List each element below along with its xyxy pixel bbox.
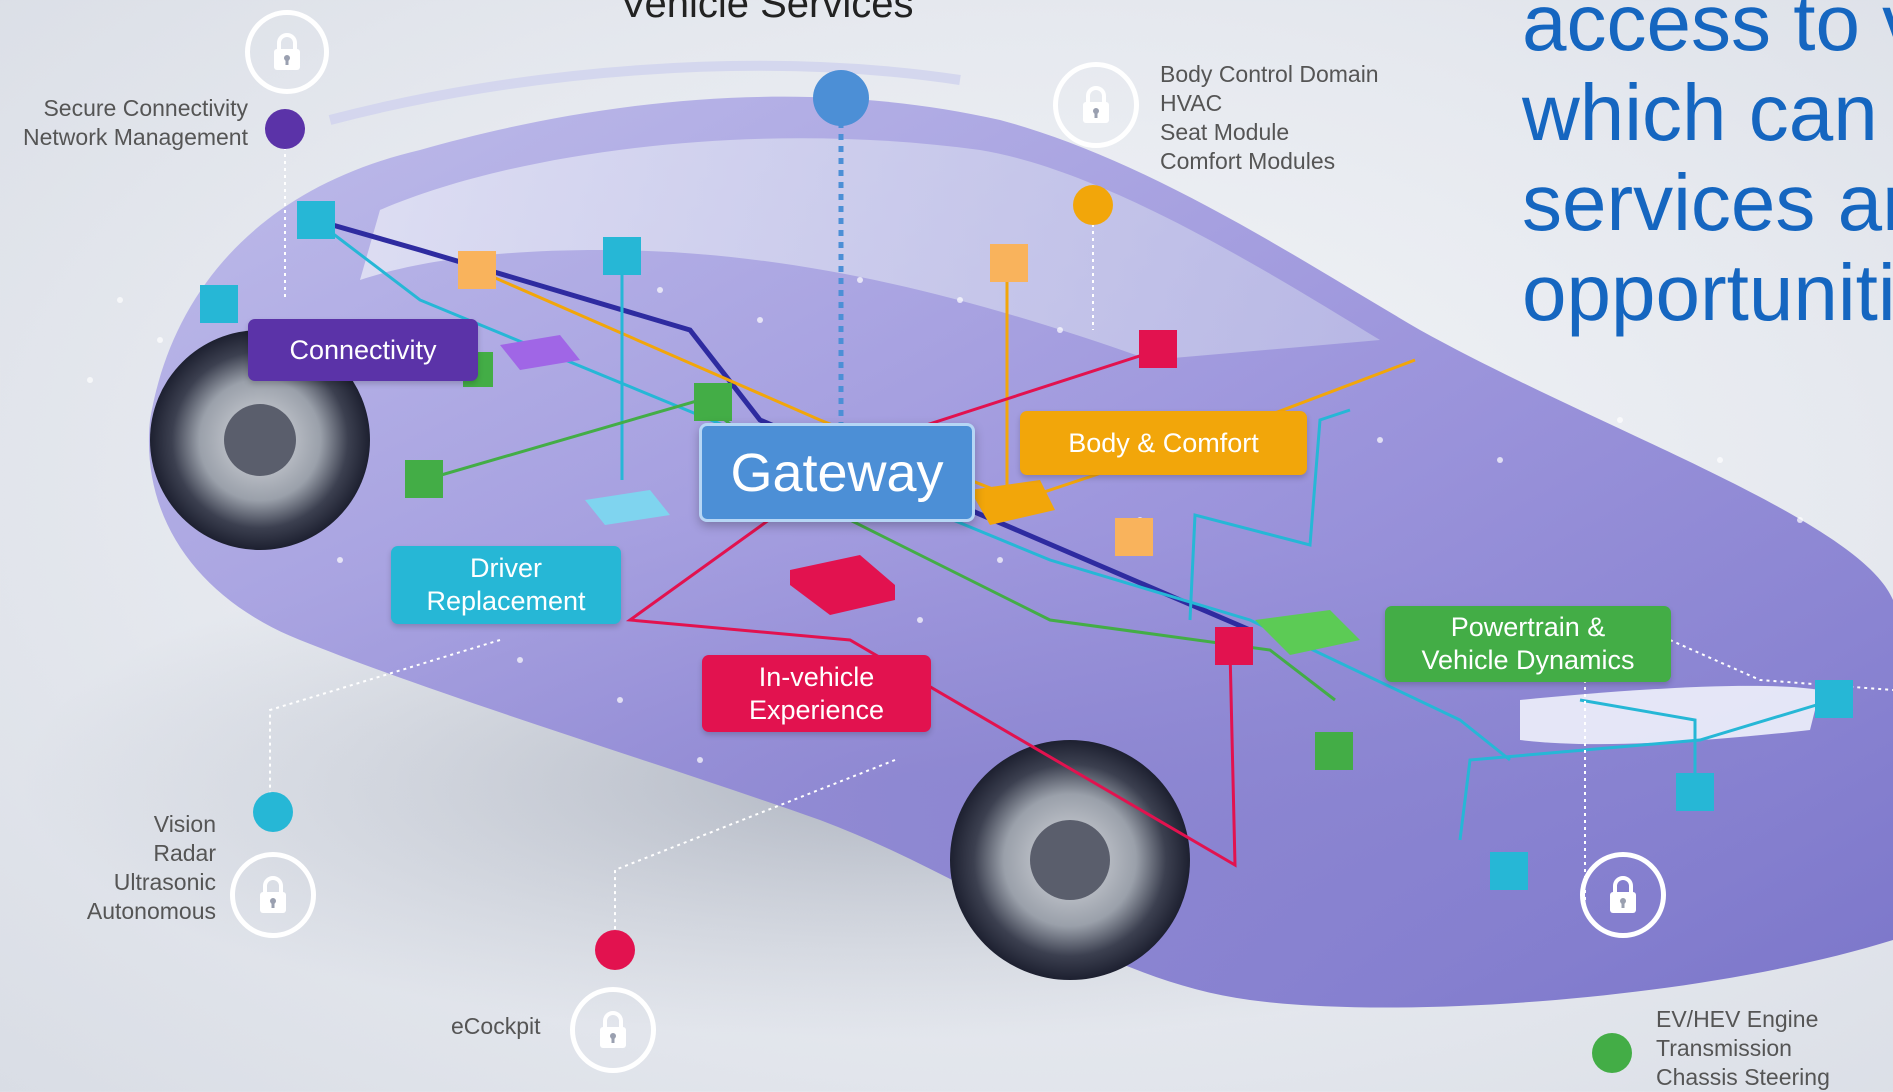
- cockpit-dot: [595, 930, 635, 970]
- ecu-connectivity: [500, 335, 580, 370]
- cockpit-note: eCockpit: [451, 1012, 540, 1041]
- driver-replacement-line: Driver: [470, 553, 542, 583]
- lock-icon: [570, 987, 656, 1073]
- node-cyan: [200, 285, 238, 323]
- note-line: EV/HEV Engine: [1656, 1006, 1819, 1032]
- node-pink: [1215, 627, 1253, 665]
- rear-wheel: [150, 330, 370, 550]
- body-note: Body Control Domain HVAC Seat Module Com…: [1160, 60, 1379, 176]
- note-line: eCockpit: [451, 1013, 541, 1039]
- node-green: [694, 383, 732, 421]
- note-line: Secure Connectivity: [43, 95, 248, 121]
- connectivity-dot: [265, 109, 305, 149]
- lock-icon: [245, 10, 329, 94]
- note-line: HVAC: [1160, 90, 1223, 116]
- ecu-modules: [500, 335, 1360, 655]
- headline-line: services an: [1522, 158, 1893, 247]
- note-line: Chassis Steering: [1656, 1064, 1830, 1090]
- lock-icon: [1053, 62, 1139, 148]
- wire-cyan-5: [1579, 698, 1697, 790]
- car-roof-line: [328, 60, 961, 125]
- note-line: Autonomous: [86, 898, 216, 924]
- adas-dot: [253, 792, 293, 832]
- node-cyan: [1676, 773, 1714, 811]
- wire-cyan: [314, 218, 1511, 762]
- node-cyan: [297, 201, 335, 239]
- note-leaders: [269, 140, 1893, 950]
- body-dot: [1073, 185, 1113, 225]
- note-line: Body Control Domain: [1160, 61, 1379, 87]
- note-line: Comfort Modules: [1160, 148, 1336, 174]
- note-line: Network Management: [23, 124, 248, 150]
- powertrain-domain: Powertrain & Vehicle Dynamics: [1385, 606, 1671, 682]
- gateway-box: Gateway: [699, 423, 975, 522]
- driver-replacement-domain: Driver Replacement: [391, 546, 621, 624]
- node-pink: [1139, 330, 1177, 368]
- node-orange: [990, 244, 1028, 282]
- connectivity-domain: Connectivity: [248, 319, 478, 381]
- ecu-in-vehicle: [790, 555, 895, 615]
- headline-line: which can e: [1522, 68, 1893, 157]
- headline-line: access to v: [1522, 0, 1893, 67]
- wire-cyan-3: [1188, 408, 1351, 621]
- in-vehicle-line: Experience: [748, 694, 885, 725]
- powertrain-note: EV/HEV Engine Transmission Chassis Steer…: [1656, 1005, 1830, 1092]
- data-dot-field: [87, 277, 1803, 763]
- note-line: Radar: [153, 840, 216, 866]
- in-vehicle-experience-domain: In-vehicle Experience: [702, 655, 931, 732]
- lock-icon: [230, 852, 316, 938]
- node-cyan: [1815, 680, 1853, 718]
- powertrain-line: Vehicle Dynamics: [1421, 645, 1635, 675]
- lock-icon: [1580, 852, 1666, 938]
- ecu-adas: [585, 490, 670, 525]
- node-green: [1315, 732, 1353, 770]
- node-orange: [458, 251, 496, 289]
- powertrain-dot: [1592, 1033, 1632, 1073]
- body-comfort-domain: Body & Comfort: [1020, 411, 1307, 475]
- node-cyan: [1490, 852, 1528, 890]
- ecu-body: [970, 480, 1055, 525]
- car-windshield: [360, 138, 1380, 360]
- headline-text: access to v which can e services an oppo…: [1522, 0, 1893, 338]
- diagram-title: Vehicle Services: [620, 0, 914, 26]
- node-cyan: [603, 237, 641, 275]
- note-line: Vision: [153, 811, 216, 837]
- wire-green: [423, 398, 1336, 702]
- powertrain-line: Powertrain &: [1450, 612, 1606, 642]
- front-wheel: [950, 740, 1190, 980]
- connectivity-note: Secure Connectivity Network Management: [5, 94, 248, 152]
- in-vehicle-line: In-vehicle: [758, 661, 875, 692]
- driver-replacement-line: Replacement: [426, 586, 586, 616]
- adas-note: Vision Radar Ultrasonic Autonomous: [40, 810, 216, 926]
- car-body: [148, 96, 1893, 1008]
- note-line: Transmission: [1656, 1035, 1792, 1061]
- gateway-dot: [813, 70, 869, 126]
- headline-line: opportunitie: [1522, 248, 1893, 337]
- ecu-powertrain: [1255, 610, 1360, 655]
- node-green: [405, 460, 443, 498]
- node-orange: [1115, 518, 1153, 556]
- note-line: Seat Module: [1160, 119, 1290, 145]
- note-line: Ultrasonic: [113, 869, 216, 895]
